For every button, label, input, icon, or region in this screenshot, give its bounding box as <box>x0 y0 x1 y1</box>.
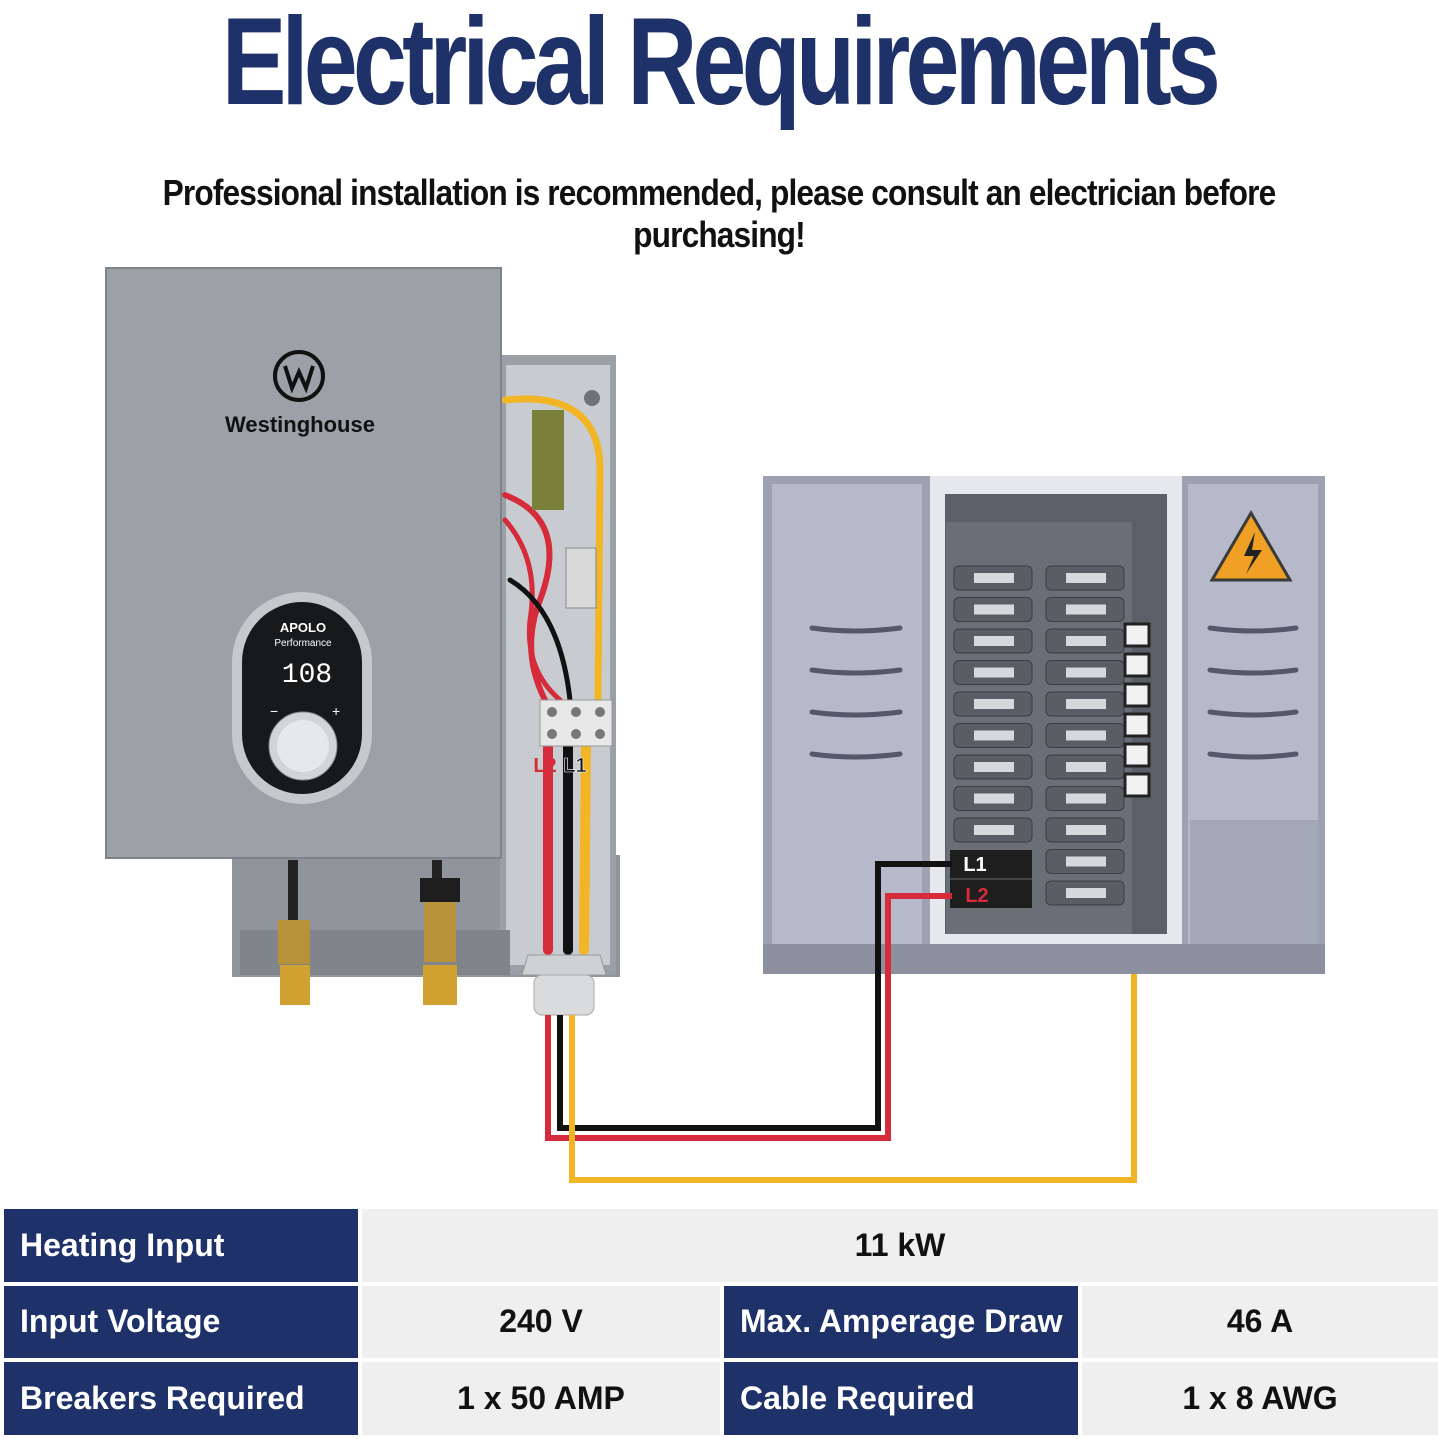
wire-l2-red <box>545 893 952 1141</box>
terminal-label-l1: L1 <box>563 755 586 777</box>
breaker-toggle <box>1066 793 1106 804</box>
wiring-illustration: L2 L1 Westinghouse APOLO Performance 108… <box>105 267 1325 1183</box>
spec-row-breakers: Breakers Required 1 x 50 AMP Cable Requi… <box>4 1362 1438 1435</box>
panel-vent-left <box>809 625 903 760</box>
relay-component <box>565 547 597 609</box>
breaker-toggle <box>974 762 1014 772</box>
terminal-label-l2: L2 <box>533 755 556 777</box>
breaker-rows <box>953 565 1125 906</box>
bus-terminal <box>1123 682 1151 708</box>
spec-value-breakers: 1 x 50 AMP <box>362 1362 720 1435</box>
electrical-warning-icon <box>1209 510 1293 582</box>
electrical-spec-table: Heating Input 11 kW Input Voltage 240 V … <box>0 1205 1438 1439</box>
bus-terminal <box>1123 652 1151 678</box>
breaker-toggle <box>974 573 1014 583</box>
bus-terminal <box>1123 742 1151 768</box>
breaker-toggle <box>1066 888 1106 898</box>
breaker-toggle <box>1066 730 1106 741</box>
spec-value-input-voltage: 240 V <box>362 1285 720 1359</box>
spec-value-max-amperage: 46 A <box>1082 1285 1438 1359</box>
breaker-toggle <box>974 825 1014 835</box>
cable-run <box>545 861 1137 1183</box>
brand-label: Westinghouse <box>225 412 375 437</box>
westinghouse-logo-icon <box>273 350 325 402</box>
wire-l1-black <box>557 861 952 1131</box>
spec-row-voltage: Input Voltage 240 V Max. Amperage Draw 4… <box>4 1285 1438 1359</box>
spec-label-input-voltage: Input Voltage <box>4 1285 358 1359</box>
breaker-toggle <box>974 636 1014 646</box>
plus-icon: + <box>332 703 340 719</box>
spec-label-breakers: Breakers Required <box>4 1362 358 1435</box>
cable-gland <box>521 954 607 1016</box>
heater-control-panel: APOLO Performance 108 − + <box>232 592 372 804</box>
breaker-panel <box>763 476 1325 974</box>
bus-terminal <box>1123 622 1151 648</box>
breaker-toggle <box>974 699 1014 709</box>
breaker-toggle <box>1066 604 1106 615</box>
spec-label-heating-input: Heating Input <box>4 1209 358 1282</box>
breaker-toggle <box>1066 667 1106 678</box>
double-pole-breaker: L1 L2 <box>950 850 1032 908</box>
circuit-board <box>532 410 564 510</box>
wire-ground-yellow <box>569 974 1137 1183</box>
minus-icon: − <box>270 703 278 719</box>
breaker-toggle <box>974 793 1014 804</box>
spec-label-cable: Cable Required <box>724 1362 1078 1435</box>
model-label: APOLO <box>280 620 326 635</box>
terminal-block <box>539 699 613 747</box>
spec-value-heating-input: 11 kW <box>362 1209 1438 1282</box>
breaker-toggle <box>974 730 1014 741</box>
bus-terminal <box>1123 712 1151 738</box>
spec-value-cable: 1 x 8 AWG <box>1082 1362 1438 1435</box>
water-fittings <box>278 860 460 1005</box>
breaker-toggle <box>1066 699 1106 709</box>
bus-terminal <box>1123 772 1151 798</box>
breaker-toggle <box>1066 636 1106 646</box>
neutral-bus-bar <box>1123 622 1151 798</box>
spec-label-max-amperage: Max. Amperage Draw <box>724 1285 1078 1359</box>
breaker-toggle <box>1066 856 1106 867</box>
breaker-label-l1: L1 <box>963 854 986 876</box>
breaker-toggle <box>974 604 1014 615</box>
heater-internal-wiring <box>501 395 604 955</box>
spec-row-heating: Heating Input 11 kW <box>4 1209 1438 1282</box>
temperature-display: 108 <box>282 660 332 691</box>
breaker-toggle <box>1066 573 1106 583</box>
breaker-toggle <box>1066 762 1106 772</box>
breaker-label-l2: L2 <box>965 885 988 907</box>
breaker-toggle <box>974 667 1014 678</box>
model-sublabel: Performance <box>274 638 332 649</box>
panel-vent-right <box>1207 625 1299 760</box>
installation-note: Professional installation is recommended… <box>162 172 1277 255</box>
breaker-toggle <box>1066 825 1106 835</box>
page-title: Electrical Requirements <box>221 0 1221 131</box>
